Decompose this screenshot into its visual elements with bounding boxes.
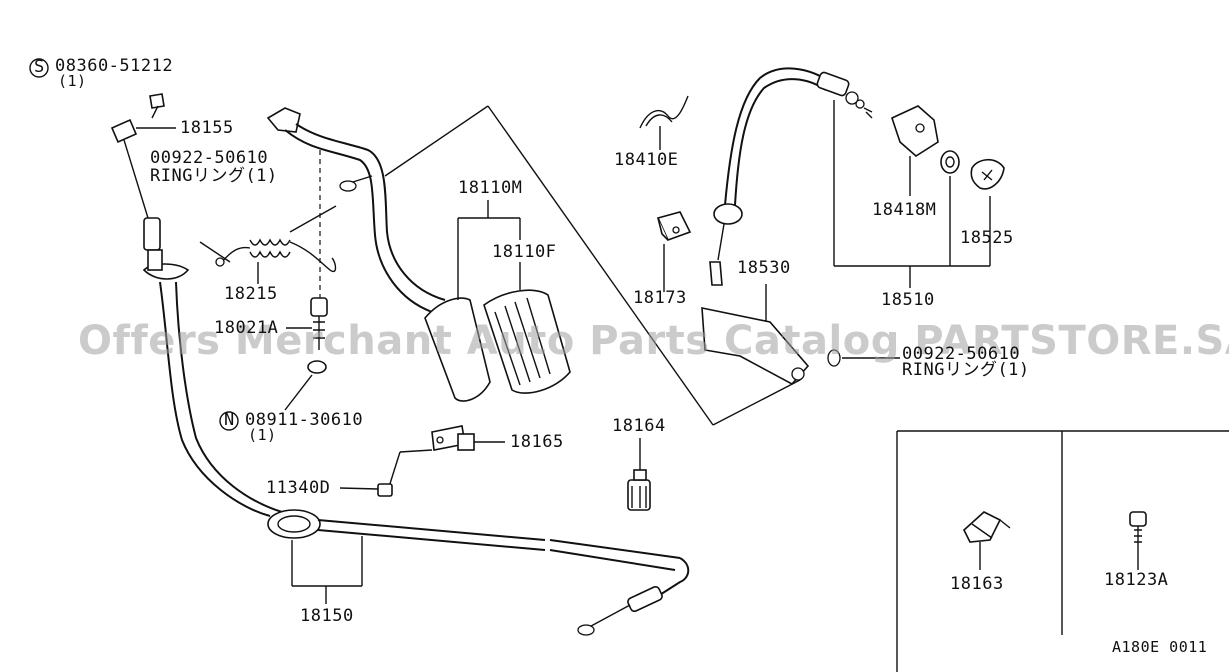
label-11340d[interactable]: 11340D [266,478,331,498]
label-18110f[interactable]: 18110F [492,242,557,262]
cable-clip [627,438,651,511]
cable-holder [656,211,692,292]
label-18021a[interactable]: 18021A [214,318,279,338]
label-18525[interactable]: 18525 [960,228,1014,248]
cable-bracket [339,425,505,497]
pedal-arm [266,107,446,313]
label-18165[interactable]: 18165 [510,432,564,452]
label-08911-30610[interactable]: 08911-30610 [245,410,364,430]
accelerator-cable [110,93,690,636]
cable-bracket-right [891,105,939,196]
pedal-pads [424,289,571,402]
label-18173[interactable]: 18173 [633,288,687,308]
label-18123a[interactable]: 18123A [1104,570,1169,590]
bracket-plate [701,284,900,386]
label-18155[interactable]: 18155 [180,118,234,138]
leader-18510 [833,100,991,288]
label-00922-50610-b[interactable]: 00922-50610 [902,344,1021,364]
label-s-symbol: S [34,57,45,77]
label-18215[interactable]: 18215 [224,284,278,304]
inset-box [896,430,1229,672]
label-ring-a: RINGリング(1) [150,166,278,186]
diagram-code: A180E 0011 [1112,638,1208,656]
grommet [940,150,1005,190]
symbol-n [218,410,240,432]
label-ring-b: RINGリング(1) [902,360,1030,380]
pedal-assembly-outline [384,105,801,426]
symbol-s [28,57,50,79]
throttle-cable [709,67,873,286]
label-qty-1a: (1) [58,72,87,90]
inset-parts [963,511,1147,570]
return-spring [215,205,337,273]
pedal-stopper [307,297,328,374]
label-08360-51212[interactable]: 08360-51212 [55,56,174,76]
watermark: Offers Merchant Auto Parts Catalog PARTS… [78,318,1229,364]
label-18150[interactable]: 18150 [300,606,354,626]
wire-clip [639,95,689,150]
label-18418m[interactable]: 18418M [872,200,937,220]
label-18410e[interactable]: 18410E [614,150,679,170]
leader-lines [136,127,521,604]
label-18164[interactable]: 18164 [612,416,666,436]
label-18110m[interactable]: 18110M [458,178,523,198]
label-qty-1b: (1) [248,426,277,444]
label-18163[interactable]: 18163 [950,574,1004,594]
label-18530[interactable]: 18530 [737,258,791,278]
label-n-symbol: N [224,410,235,430]
label-18510[interactable]: 18510 [881,290,935,310]
label-00922-50610-a[interactable]: 00922-50610 [150,148,269,168]
